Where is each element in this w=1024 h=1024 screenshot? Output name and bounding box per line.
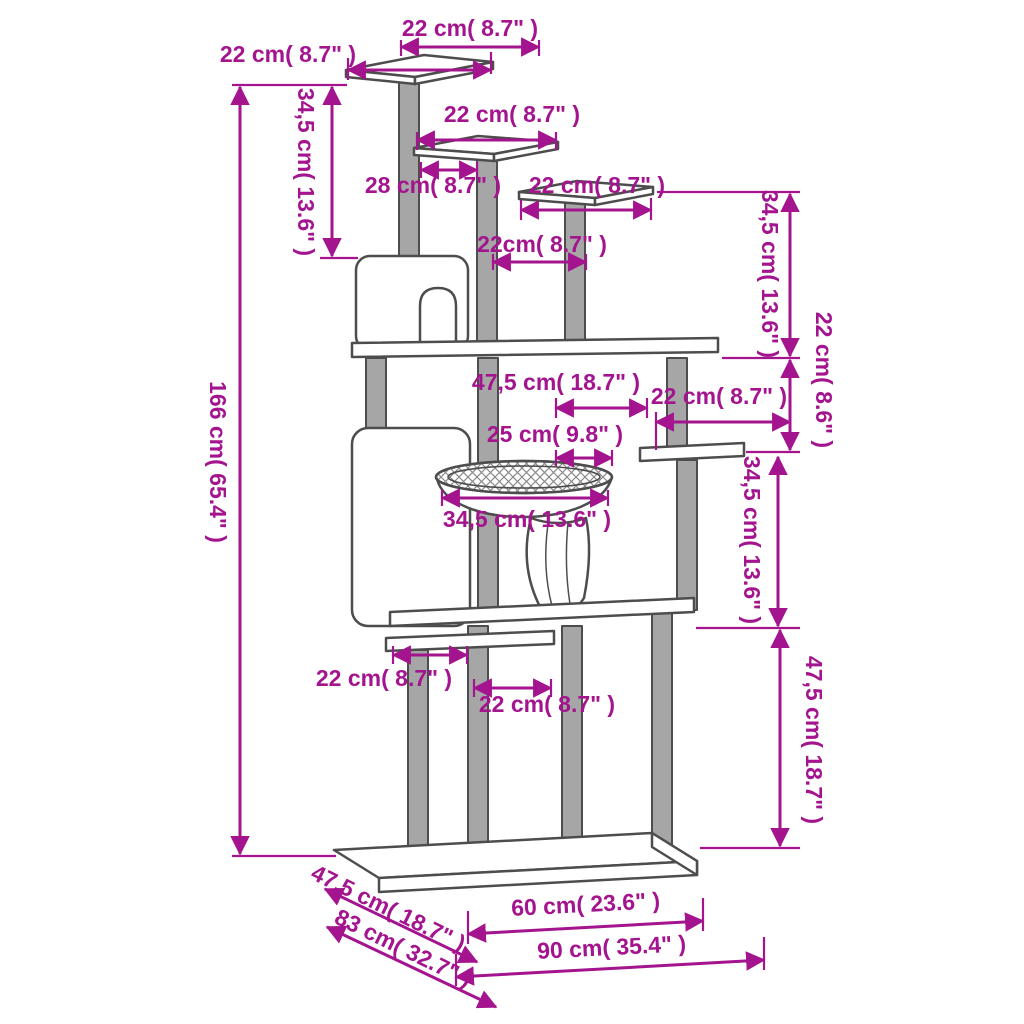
dim-label-middle-platform-depth: 47,5 cm( 18.7" ) — [472, 369, 640, 395]
dim-label-upper-left-height: 34,5 cm( 13.6" ) — [293, 88, 319, 256]
dimension-annotations: 22 cm( 8.7" ) 22 cm( 8.7" ) 34,5 cm( 13.… — [205, 15, 837, 1009]
scratching-post-bottom-center-left — [467, 625, 489, 874]
dim-label-total-height: 166 cm( 65.4" ) — [205, 381, 231, 543]
dim-label-lower-left-platform-width: 22 cm( 8.7" ) — [316, 665, 452, 691]
dim-label-right-lower-mid-height: 34,5 cm( 13.6" ) — [739, 456, 765, 624]
dim-label-third-platform-depth: 22cm( 8.7" ) — [477, 231, 607, 257]
dim-label-third-platform-width: 22 cm( 8.7" ) — [529, 172, 665, 198]
dim-label-right-platform-width: 22 cm( 8.7" ) — [651, 383, 787, 409]
upper-condo — [354, 254, 470, 352]
dim-label-basket-rim-width: 34,5 cm( 13.6" ) — [443, 506, 611, 532]
dim-label-post-spacing-width: 28 cm( 8.7" ) — [365, 172, 501, 198]
dim-line-base-width-total — [454, 951, 766, 986]
base-platform — [332, 831, 699, 894]
dim-label-top-gap-width: 22 cm( 8.7" ) — [402, 15, 538, 41]
scratching-post-bottom-center-right — [561, 625, 583, 855]
dim-label-base-width-front: 60 cm( 23.6" ) — [511, 887, 661, 921]
hanging-sack — [525, 516, 591, 617]
dim-label-second-platform-width: 22 cm( 8.7" ) — [444, 101, 580, 127]
scratching-post-bottom-right — [651, 611, 673, 848]
dim-label-top-platform-width: 22 cm( 8.7" ) — [220, 41, 356, 67]
dim-label-lower-right-height: 47,5 cm( 18.7" ) — [801, 656, 827, 824]
middle-platform — [350, 336, 720, 359]
dim-label-base-width-total: 90 cm( 35.4" ) — [537, 930, 687, 964]
scratching-post-third — [564, 199, 586, 351]
right-platform — [638, 441, 746, 463]
scratching-post-mid-left — [365, 357, 387, 433]
dim-label-basket-width: 25 cm( 9.8" ) — [487, 421, 623, 447]
dim-label-right-mid-height: 22 cm( 8.6" ) — [811, 312, 837, 448]
dim-label-upper-right-height: 34,5 cm( 13.6" ) — [757, 190, 783, 358]
dim-label-lower-center-platform-width: 22 cm( 8.7" ) — [479, 691, 615, 717]
lower-platform — [388, 596, 696, 628]
lower-small-platform — [384, 629, 556, 653]
upper-condo-doorway — [418, 286, 458, 352]
scratching-post-right-lower — [676, 459, 698, 611]
dim-line-base-depth-total — [325, 925, 498, 1009]
dim-line-base-width-front — [466, 912, 705, 943]
